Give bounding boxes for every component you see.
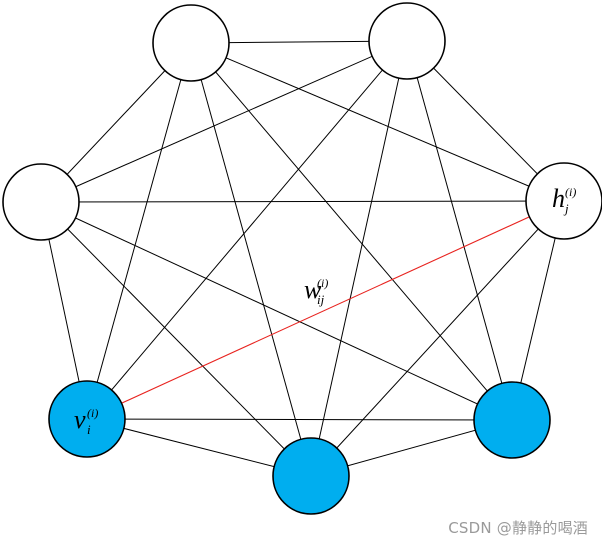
node-label-v-superscript: (i) bbox=[87, 406, 98, 420]
edge-mid-left-bottom-right bbox=[40, 201, 513, 421]
edge-v-bottom-right bbox=[86, 418, 513, 421]
edge-h-bottom bbox=[310, 200, 565, 477]
hidden-node-top-left bbox=[152, 4, 230, 82]
node-label-h-base: h bbox=[552, 184, 565, 213]
visible-node-v bbox=[48, 380, 126, 458]
highlight-edge-v-h bbox=[86, 200, 565, 420]
visible-node-bottom bbox=[272, 437, 350, 515]
node-label-v: vi (i) bbox=[74, 405, 98, 437]
visible-node-bottom-right bbox=[473, 381, 551, 459]
node-label-v-base: v bbox=[74, 405, 86, 434]
edge-top-left-bottom-right bbox=[190, 42, 513, 421]
node-label-v-subscript: i bbox=[87, 422, 91, 437]
edge-top-right-mid-left bbox=[40, 40, 408, 203]
hidden-node-top-right bbox=[368, 2, 446, 80]
edge-weight-label-subscript: ij bbox=[317, 292, 325, 307]
edge-top-left-v bbox=[86, 42, 192, 420]
edge-weight-label-superscript: (i) bbox=[317, 276, 328, 290]
edge-mid-left-h bbox=[40, 200, 565, 203]
edge-top-right-bottom-right bbox=[406, 40, 513, 421]
watermark: CSDN @静静的喝酒 bbox=[448, 519, 588, 537]
node-label-h: hj (i) bbox=[552, 184, 576, 216]
edge-top-right-v bbox=[86, 40, 408, 420]
edge-top-left-h bbox=[190, 42, 565, 202]
edge-weight-label-base: w bbox=[304, 275, 322, 304]
edge-weight-label: wij (i) bbox=[304, 275, 328, 307]
label-layer: hj(i)vi(i)wij(i) bbox=[74, 184, 576, 437]
hidden-node-mid-left bbox=[2, 163, 80, 241]
highlight-edge-layer bbox=[86, 200, 565, 420]
edge-top-right-bottom bbox=[310, 40, 408, 477]
node-label-h-superscript: (i) bbox=[565, 185, 576, 199]
edge-top-left-bottom bbox=[190, 42, 312, 477]
hidden-node-h bbox=[525, 162, 602, 240]
edge-mid-left-bottom bbox=[40, 201, 312, 477]
edge-layer bbox=[40, 40, 565, 477]
node-layer bbox=[2, 2, 602, 515]
node-label-h-subscript: j bbox=[563, 201, 569, 216]
